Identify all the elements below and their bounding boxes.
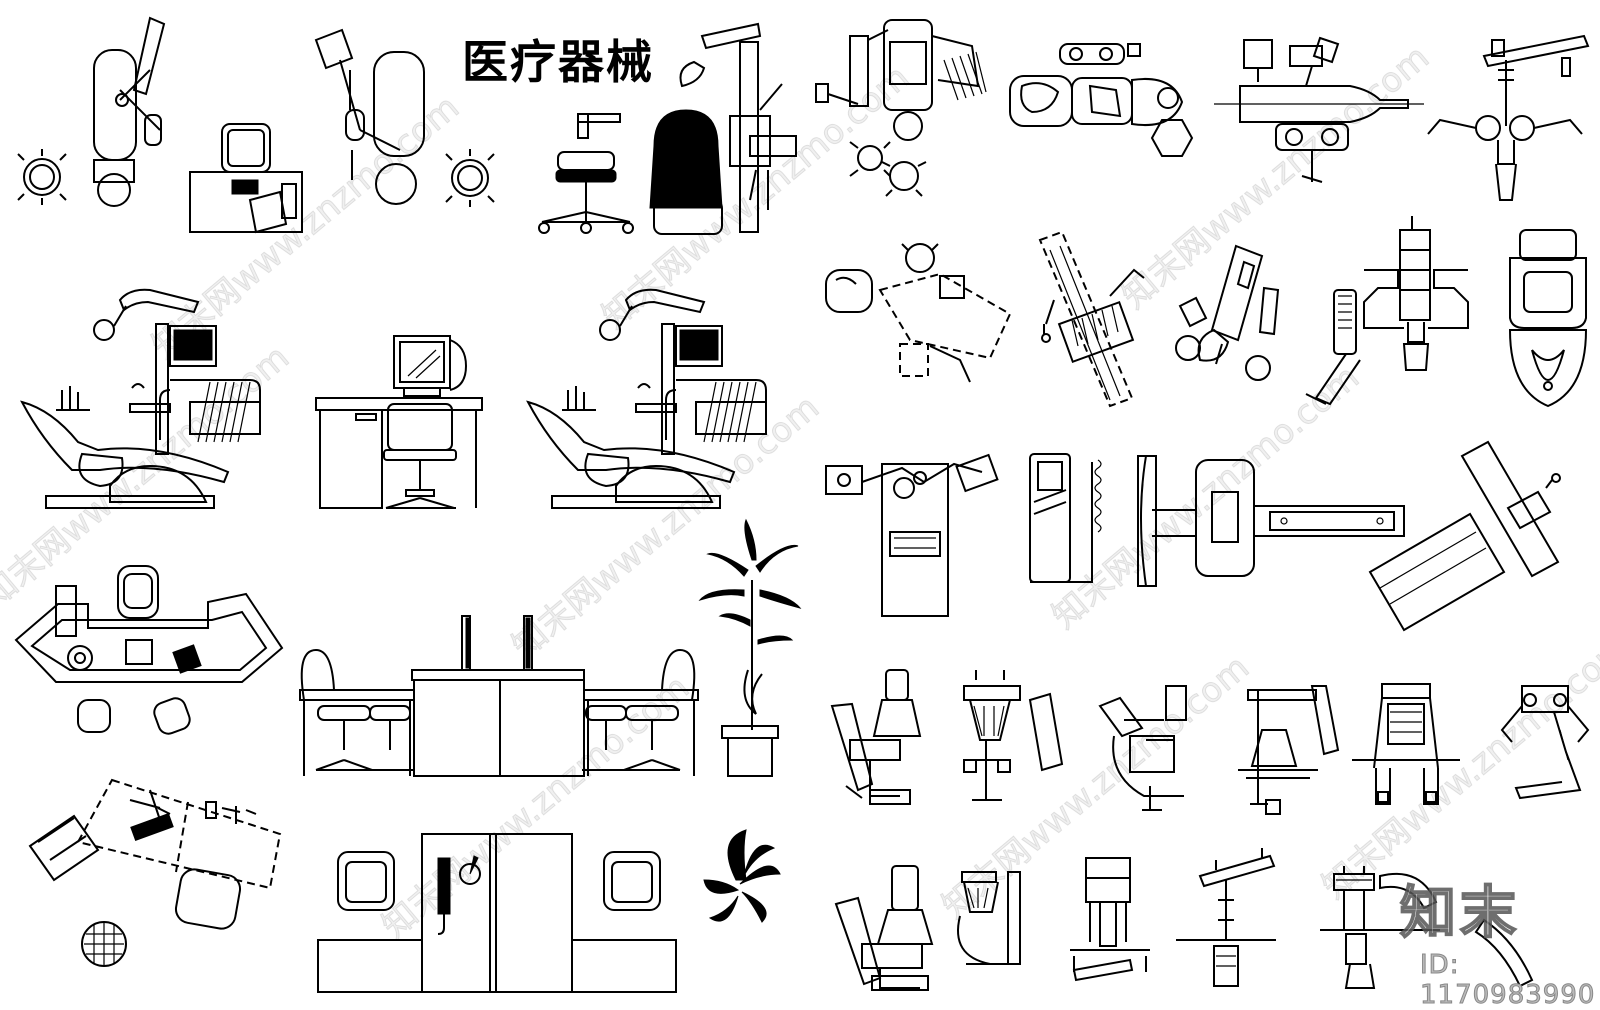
brand-logo: 知末 bbox=[1399, 880, 1520, 947]
computer-desk-icon bbox=[299, 615, 699, 777]
office-chair-icon bbox=[300, 648, 696, 771]
dental-chair-icon bbox=[1175, 244, 1280, 381]
dental-chair-icon bbox=[538, 22, 797, 235]
drawing-id: ID: 1170983990 bbox=[1420, 950, 1596, 1010]
potted-plant-icon bbox=[703, 829, 781, 923]
fitness-machine-icon bbox=[1070, 857, 1150, 982]
dental-chair-icon bbox=[825, 453, 999, 617]
dental-chair-icon bbox=[1214, 36, 1424, 183]
fitness-machine-icon bbox=[1176, 848, 1276, 987]
fitness-machine-icon bbox=[1320, 866, 1534, 989]
dental-chair-icon bbox=[825, 243, 1012, 383]
fitness-machine-icon bbox=[1098, 685, 1187, 811]
dental-chair-icon bbox=[1305, 216, 1469, 406]
dental-chair-icon bbox=[1137, 455, 1405, 587]
computer-desk-icon bbox=[14, 565, 284, 735]
dental-chair-icon bbox=[815, 19, 987, 197]
dental-chair-icon bbox=[1009, 43, 1194, 157]
fitness-machine-icon bbox=[1238, 685, 1340, 815]
fitness-machine-icon bbox=[834, 865, 934, 991]
dental-chair-icon bbox=[314, 28, 495, 207]
potted-plant-icon bbox=[698, 518, 802, 777]
computer-desk-icon bbox=[315, 335, 483, 509]
dental-chair-icon bbox=[1038, 230, 1145, 408]
fitness-machine-icon bbox=[830, 669, 922, 805]
fitness-machine-icon bbox=[957, 871, 1021, 965]
dental-chair-icon bbox=[526, 288, 767, 509]
dental-chair-icon bbox=[1427, 34, 1590, 201]
page-title: 医疗器械 bbox=[462, 35, 654, 89]
fitness-machine-icon bbox=[1500, 685, 1590, 800]
dental-chair-icon bbox=[1368, 440, 1561, 632]
dental-chair-icon bbox=[17, 16, 166, 207]
fitness-machine-icon bbox=[963, 670, 1064, 801]
dental-chair-icon bbox=[1508, 229, 1588, 408]
dental-chair-icon bbox=[20, 288, 261, 509]
computer-desk-icon bbox=[189, 123, 303, 234]
dental-chair-icon bbox=[1029, 453, 1102, 583]
computer-desk-icon bbox=[317, 833, 677, 993]
office-chair-icon bbox=[28, 778, 282, 967]
fitness-machine-icon bbox=[1352, 683, 1460, 805]
